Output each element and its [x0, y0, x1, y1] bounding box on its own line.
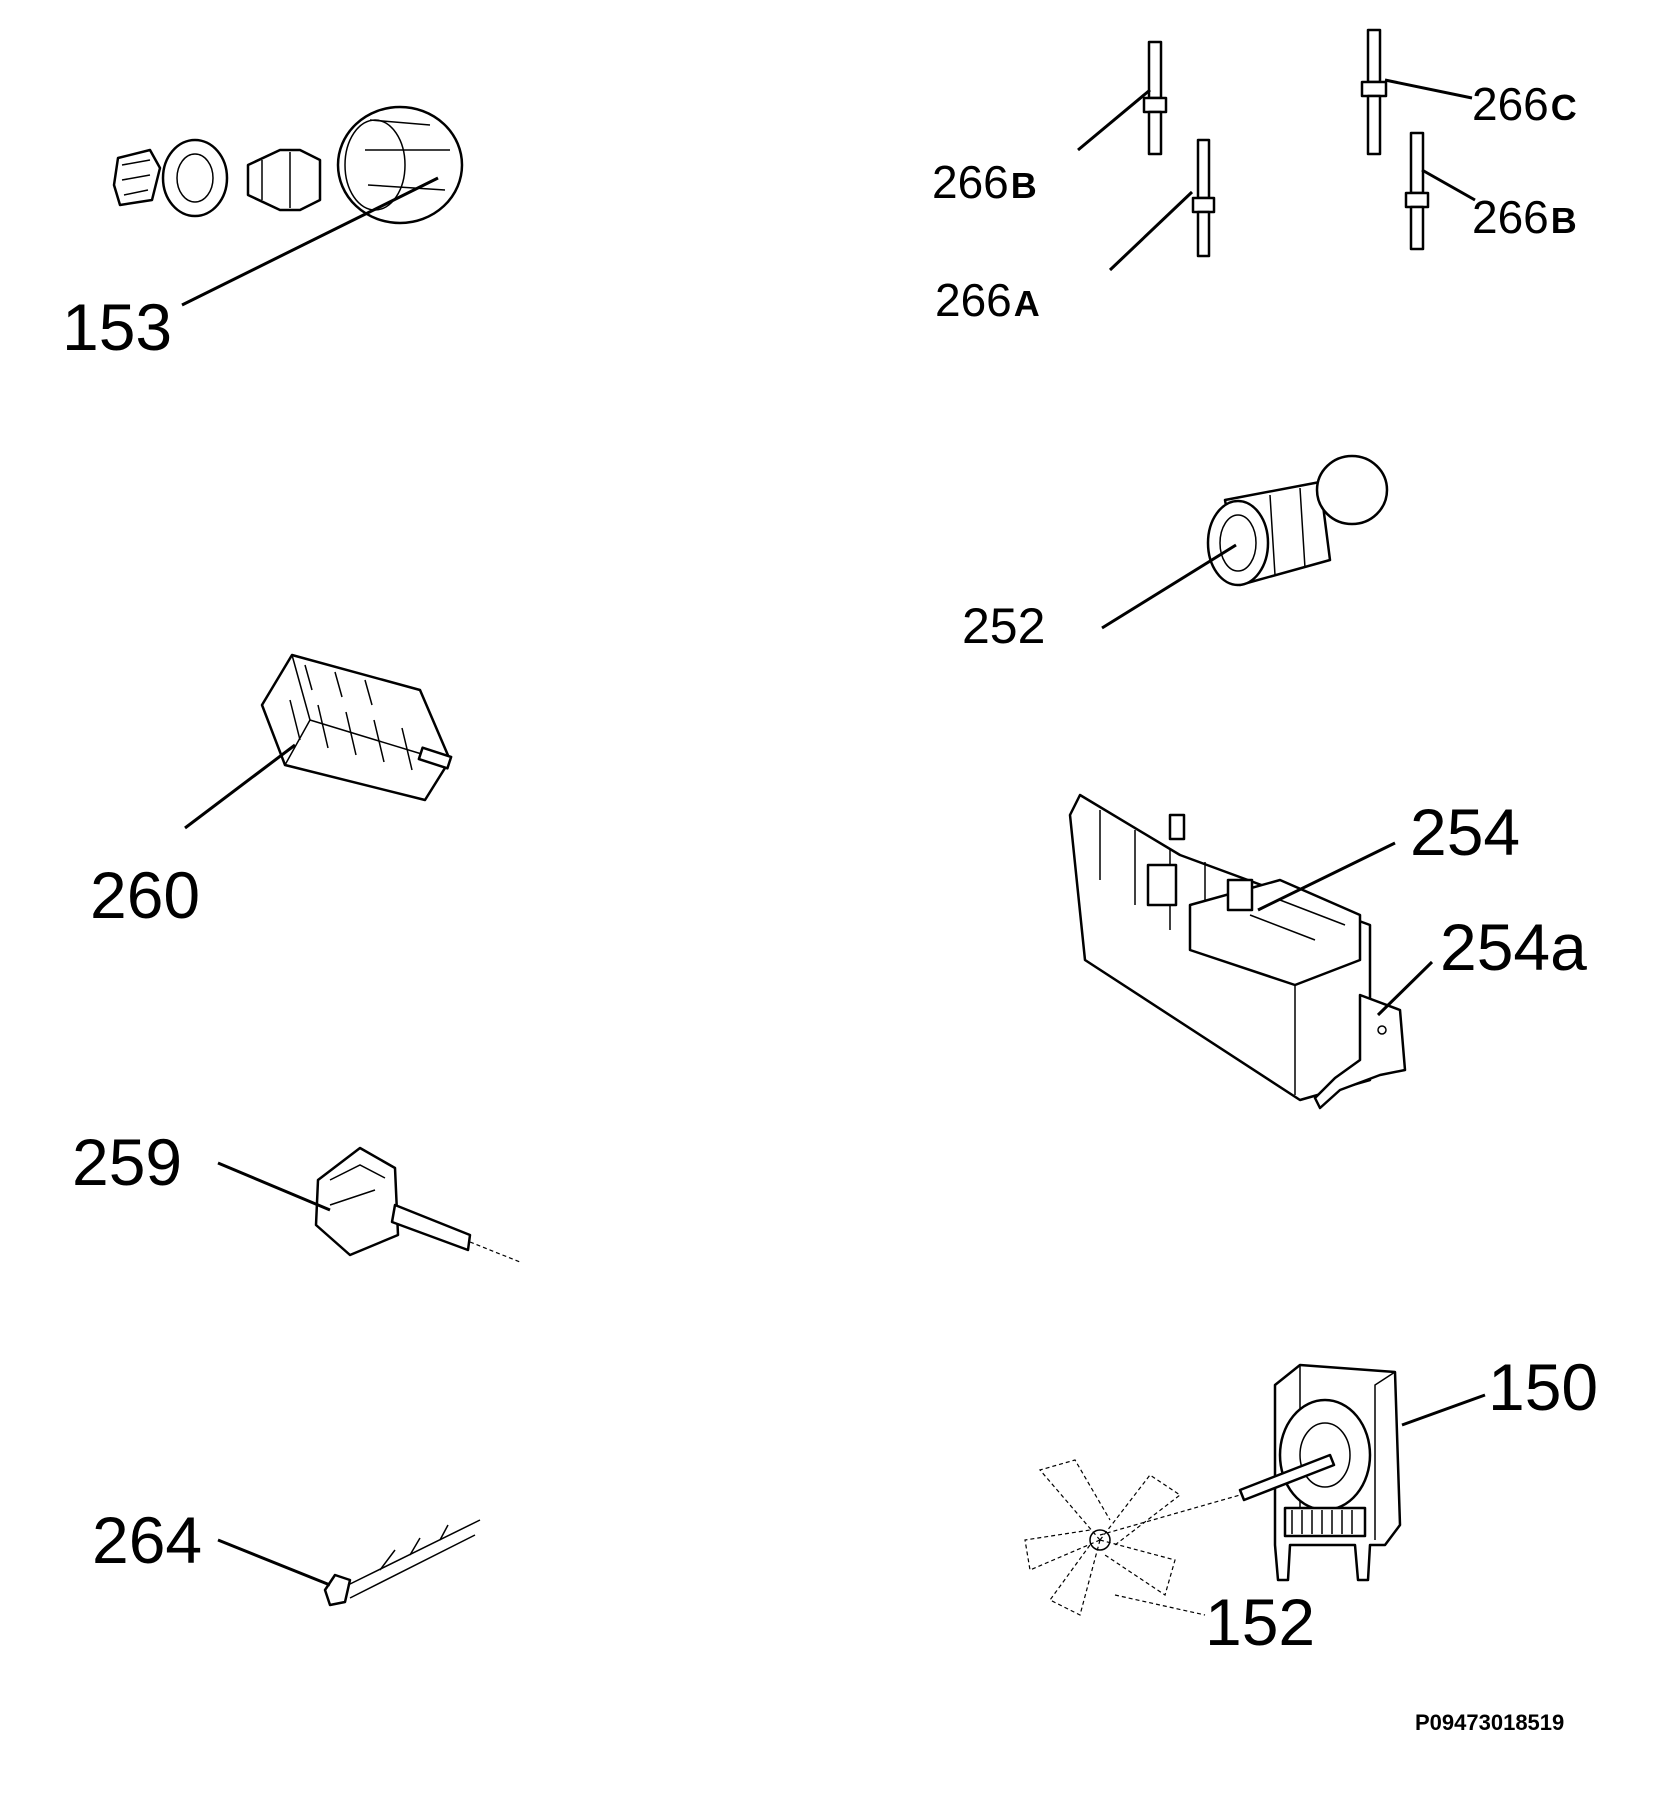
- leader-254a: [1376, 960, 1434, 1017]
- label-254: 254: [1410, 795, 1520, 869]
- leader-260: [184, 743, 296, 830]
- leader-152: [1114, 1594, 1206, 1616]
- label-252: 252: [962, 598, 1045, 654]
- leader-264: [217, 1538, 331, 1587]
- leader-266b-right: [1421, 168, 1476, 202]
- label-153: 153: [62, 290, 172, 364]
- leader-150: [1401, 1393, 1486, 1427]
- label-266b-left-number: 266: [932, 156, 1009, 208]
- part-266b-right-electrode: [1404, 131, 1430, 251]
- label-266a-suffix: A: [1014, 283, 1040, 324]
- part-254a-bracket: [1313, 993, 1407, 1110]
- leader-259: [217, 1161, 331, 1212]
- leader-153: [181, 176, 439, 307]
- part-254-ignition-generator: [1068, 793, 1372, 1102]
- part-260-selector-switch: [260, 653, 453, 802]
- part-153-lamp-assembly: [112, 105, 464, 225]
- label-264: 264: [92, 1503, 202, 1577]
- part-266b-left-electrode: [1142, 40, 1168, 156]
- label-266b-right: 266B: [1472, 191, 1577, 243]
- label-259: 259: [72, 1125, 182, 1199]
- part-266a-electrode: [1191, 138, 1216, 258]
- drawing-code: P09473018519: [1415, 1710, 1564, 1735]
- label-266c-number: 266: [1472, 78, 1549, 130]
- label-266b-left: 266B: [932, 156, 1037, 208]
- label-266c: 266C: [1472, 78, 1577, 130]
- part-150-fan-motor: [1238, 1363, 1402, 1582]
- label-266b-right-number: 266: [1472, 191, 1549, 243]
- part-266c-electrode: [1360, 28, 1388, 156]
- part-252-indicator-lamp: [1206, 454, 1389, 587]
- label-254a: 254a: [1440, 910, 1587, 984]
- label-266a: 266A: [935, 274, 1040, 326]
- part-264-element: [323, 1519, 481, 1607]
- label-266b-left-suffix: B: [1011, 165, 1037, 206]
- label-150: 150: [1488, 1350, 1598, 1424]
- leader-266c: [1384, 78, 1473, 100]
- label-266a-number: 266: [935, 274, 1012, 326]
- leader-252: [1101, 543, 1237, 630]
- label-266b-right-suffix: B: [1551, 200, 1577, 241]
- leader-254: [1257, 841, 1396, 912]
- leader-266a: [1108, 190, 1194, 272]
- label-260: 260: [90, 858, 200, 932]
- leader-266b-left: [1077, 88, 1151, 152]
- part-152-fan-blade: [1024, 1459, 1241, 1616]
- part-259-thermostat: [314, 1146, 521, 1263]
- label-266c-suffix: C: [1551, 87, 1577, 128]
- label-152: 152: [1205, 1585, 1315, 1659]
